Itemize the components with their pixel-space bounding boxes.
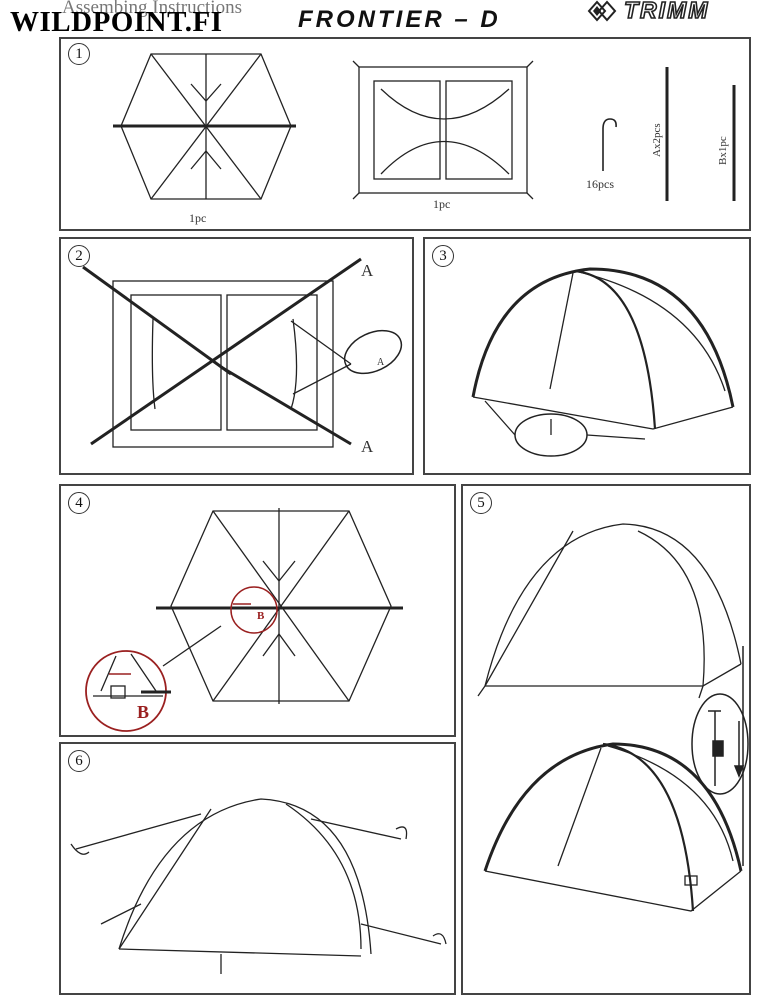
pole-b-qty: Bx1pc: [717, 136, 729, 165]
step-1-number: 1: [68, 43, 90, 65]
step-3-panel: 3: [423, 237, 751, 475]
step-4-number: 4: [68, 492, 90, 514]
flysheet-over-tent-icon: [477, 523, 742, 699]
step-6-panel: 6: [59, 742, 456, 995]
pegs-qty: 16pcs: [586, 177, 614, 191]
step-4-panel: 4 B B: [59, 484, 456, 737]
logo-text: TRIMM: [623, 0, 710, 24]
pole-a-mark-zoom: A: [377, 357, 385, 368]
step-3-number: 3: [432, 245, 454, 267]
buckle-zoom-icon: [691, 646, 749, 866]
trimm-logo: TRIMM: [584, 0, 750, 24]
step-1-panel: 1 1pc 1pc 16pcs Ax2pcs Bx1pc: [59, 37, 751, 231]
peg-icon: [602, 118, 617, 171]
step-2-panel: 2 A A A: [59, 237, 414, 475]
flysheet-hexagon-icon: [85, 508, 403, 732]
step-4-drawing: [85, 508, 403, 732]
model-name: FRONTIER – D: [298, 6, 501, 33]
inner-tent-icon: [352, 60, 534, 200]
pole-a-qty: Ax2pcs: [651, 123, 663, 157]
step-5-number: 5: [470, 492, 492, 514]
pole-b-mark: B: [137, 702, 150, 722]
step-5-drawing: [477, 523, 749, 912]
trimm-logo-icon: [587, 0, 617, 22]
brand-name: WILDPOINT.FI: [10, 6, 223, 38]
step-6-drawing: [70, 798, 447, 974]
pole-a-mark-top: A: [361, 261, 374, 280]
pole-b-mark-small: B: [257, 610, 265, 622]
step-2-drawing: [82, 257, 403, 448]
inner-qty: 1pc: [433, 197, 451, 211]
inner-tent-poles-icon: [82, 257, 403, 448]
step-5-panel: 5: [461, 484, 751, 995]
step-6-number: 6: [68, 750, 90, 772]
flysheet-hexagon-icon: [113, 53, 296, 200]
step-2-number: 2: [68, 245, 90, 267]
pole-a-mark-bottom: A: [361, 437, 374, 456]
flysheet-qty: 1pc: [189, 211, 207, 225]
subtitle: Assembing Instructions: [62, 0, 242, 18]
step-3-drawing: [471, 267, 735, 457]
step-1-drawing: [113, 53, 736, 201]
pitched-tent-with-guylines-icon: [70, 798, 447, 974]
dome-tent-with-fly-icon: [483, 742, 743, 912]
dome-inner-tent-icon: [471, 267, 735, 457]
